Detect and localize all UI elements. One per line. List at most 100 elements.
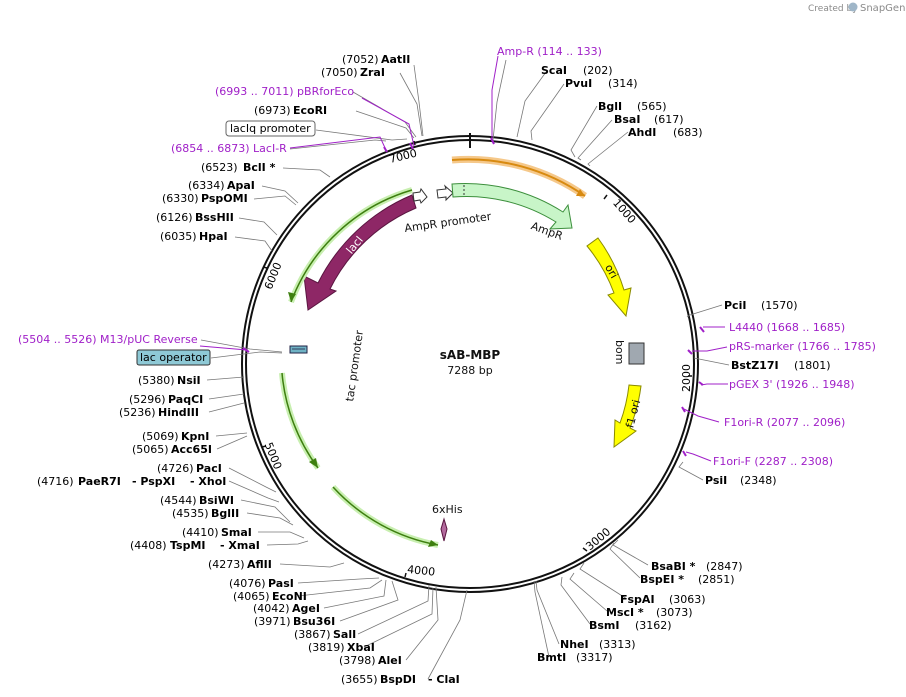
site-ecori: EcoRI	[293, 104, 327, 117]
green-line-upper	[290, 189, 413, 303]
site-pvui: PvuI	[565, 77, 592, 90]
site-bspdi: BspDI	[380, 673, 416, 686]
site-paqci: PaqCI	[168, 393, 203, 406]
laciq-promoter-label: lacIq promoter	[230, 122, 311, 135]
ori-label: ori	[602, 262, 620, 281]
site-bstz17i: BstZ17I	[731, 359, 779, 372]
site-xhoi: - XhoI	[190, 475, 226, 488]
site-bsshii: BssHII	[195, 211, 234, 224]
site-scai: ScaI	[541, 64, 567, 77]
site-pvui-pos: (314)	[608, 77, 638, 90]
green-line-lower	[332, 486, 439, 546]
site-bsshii-pos: (6126)	[156, 211, 193, 224]
site-msci: MscI *	[606, 606, 644, 619]
site-alei: AleI	[378, 654, 402, 667]
site-hpai: HpaI	[199, 230, 228, 243]
site-pcii-pos: (1570)	[761, 299, 798, 312]
site-clai: - ClaI	[428, 673, 460, 686]
site-kpni: KpnI	[181, 430, 209, 443]
site-fspai-pos: (3063)	[669, 593, 706, 606]
primer-ampr: Amp-R (114 .. 133)	[497, 45, 602, 58]
site-nsii: NsiI	[177, 374, 201, 387]
site-bsabi: BsaBI *	[651, 560, 696, 573]
site-tspmi: TspMI	[170, 539, 206, 552]
site-sali: SalI	[333, 628, 356, 641]
site-pspxi: - PspXI	[132, 475, 175, 488]
bom-label: bom	[613, 340, 626, 364]
site-msci-pos: (3073)	[656, 606, 693, 619]
credit-brand: SnapGene	[860, 3, 906, 14]
laciq-promoter-box	[225, 120, 316, 137]
primer-pbrforeco: (6993 .. 7011) pBRforEco	[215, 85, 354, 98]
site-kpni-pos: (5069)	[142, 430, 179, 443]
green-arrowhead-upper	[288, 292, 296, 302]
site-alei-pos: (3798)	[339, 654, 376, 667]
site-aflii: AflII	[247, 558, 272, 571]
site-paqci-pos: (5296)	[129, 393, 166, 406]
site-scai-pos: (202)	[583, 64, 613, 77]
ampr-promoter-arrow	[436, 184, 454, 202]
site-acc65i: Acc65I	[171, 443, 212, 456]
site-bspei-pos: (2851)	[698, 573, 735, 586]
site-econi: EcoNI	[272, 590, 307, 603]
site-paci-pos: (4726)	[157, 462, 194, 475]
tick-1000: 1000	[610, 197, 638, 227]
site-aatii: AatII	[381, 53, 410, 66]
site-sali-pos: (3867)	[294, 628, 331, 641]
site-bmti: BmtI	[537, 651, 566, 664]
site-smai: SmaI	[221, 526, 252, 539]
ampr-promoter-feature	[412, 187, 428, 204]
site-hpai-pos: (6035)	[160, 230, 197, 243]
site-agei-pos: (4042)	[253, 602, 290, 615]
site-pasi-pos: (4076)	[229, 577, 266, 590]
site-smai-pos: (4410)	[182, 526, 219, 539]
site-paer7i: PaeR7I	[78, 475, 121, 488]
his-tag-label: 6xHis	[432, 503, 463, 516]
plasmid-name: sAB-MBP	[440, 348, 501, 362]
site-bsiwi-pos: (4544)	[160, 494, 197, 507]
features: lacI AmpR promoter AmpR ori bom f1 ori t…	[279, 155, 645, 548]
site-pspomi-pos: (6330)	[162, 192, 199, 205]
site-xbai: XbaI	[347, 641, 375, 654]
site-bsu36i-pos: (3971)	[254, 615, 291, 628]
site-bcli: BclI *	[243, 161, 276, 174]
site-zrai: ZraI	[360, 66, 385, 79]
laci-feature	[303, 194, 417, 311]
site-hindiii: HindIII	[158, 406, 199, 419]
site-bmti-pos: (3317)	[576, 651, 613, 664]
site-bspei: BspEI *	[640, 573, 684, 586]
site-ahdi-pos: (683)	[673, 126, 703, 139]
site-apai: ApaI	[227, 179, 255, 192]
site-bsu36i: Bsu36I	[293, 615, 335, 628]
tac-line	[281, 372, 319, 469]
site-tspmi-pos: (4408)	[130, 539, 167, 552]
site-acc65i-pos: (5065)	[132, 443, 169, 456]
ori-feature	[586, 237, 632, 318]
site-hindiii-pos: (5236)	[119, 406, 156, 419]
site-nhei-pos: (3313)	[599, 638, 636, 651]
site-bcli-pos: (6523)	[201, 161, 238, 174]
tac-promoter-label: tac promoter	[343, 329, 366, 402]
primer-f1ori-r: F1ori-R (2077 .. 2096)	[724, 416, 845, 429]
site-xbai-pos: (3819)	[308, 641, 345, 654]
site-bsiwi: BsiWI	[199, 494, 234, 507]
site-nsii-pos: (5380)	[138, 374, 175, 387]
site-paci: PacI	[196, 462, 222, 475]
site-psii-pos: (2348)	[740, 474, 777, 487]
site-bgli: BglI	[598, 100, 622, 113]
lac-operator-box	[136, 349, 211, 366]
site-xmai: - XmaI	[220, 539, 260, 552]
site-bstz17i-pos: (1801)	[794, 359, 831, 372]
lac-operator-label: lac operator	[140, 351, 207, 364]
site-aatii-pos: (7052)	[342, 53, 379, 66]
primer-l4440: L4440 (1668 .. 1685)	[729, 321, 845, 334]
plasmid-size: 7288 bp	[447, 364, 492, 377]
primer-marks	[242, 137, 705, 457]
his-tag-feature	[440, 517, 448, 542]
site-bsmi: BsmI	[589, 619, 620, 632]
site-bsmi-pos: (3162)	[635, 619, 672, 632]
site-bsabi-pos: (2847)	[706, 560, 743, 573]
f1ori-feature	[613, 384, 642, 449]
credit: Created by SnapGene	[808, 2, 906, 14]
